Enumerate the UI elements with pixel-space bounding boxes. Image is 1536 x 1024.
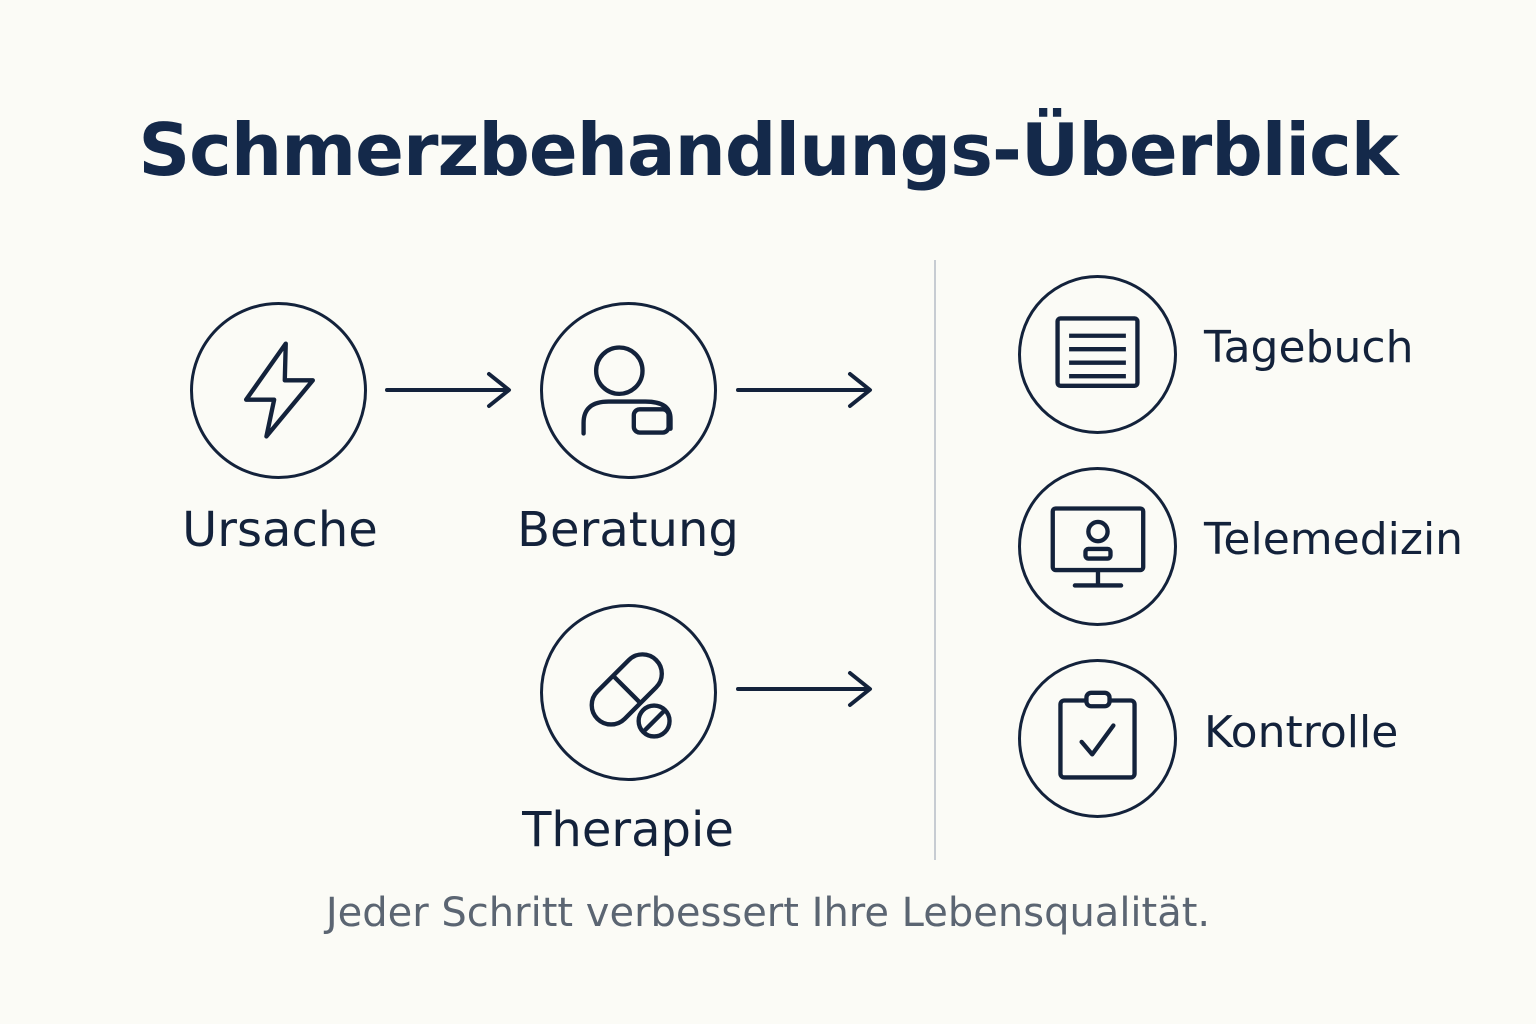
vertical-divider — [934, 260, 936, 860]
monitor-video-call-icon — [1050, 506, 1146, 588]
tool-label-tagebuch: Tagebuch — [1204, 322, 1414, 373]
step-circle-therapie — [540, 604, 717, 781]
step-label-beratung: Beratung — [517, 502, 739, 558]
tool-circle-telemedizin — [1018, 467, 1177, 626]
pill-capsule-icon — [589, 652, 672, 739]
notepad-icon — [1055, 316, 1140, 388]
step-circle-ursache — [190, 302, 367, 479]
doctor-person-icon — [581, 345, 673, 436]
page-title: Schmerzbehandlungs-Überblick — [138, 108, 1398, 192]
arrow-right-icon — [736, 372, 872, 408]
clipboard-check-icon — [1058, 690, 1137, 780]
arrow-right-icon — [736, 671, 872, 707]
step-label-therapie: Therapie — [522, 802, 734, 858]
tool-circle-kontrolle — [1018, 659, 1177, 818]
footer-tagline: Jeder Schritt verbessert Ihre Lebensqual… — [325, 890, 1211, 936]
lightning-bolt-icon — [243, 341, 315, 439]
step-label-ursache: Ursache — [182, 502, 378, 558]
step-circle-beratung — [540, 302, 717, 479]
arrow-right-icon — [385, 372, 511, 408]
tool-label-kontrolle: Kontrolle — [1204, 707, 1399, 758]
tool-circle-tagebuch — [1018, 275, 1177, 434]
tool-label-telemedizin: Telemedizin — [1204, 514, 1464, 565]
